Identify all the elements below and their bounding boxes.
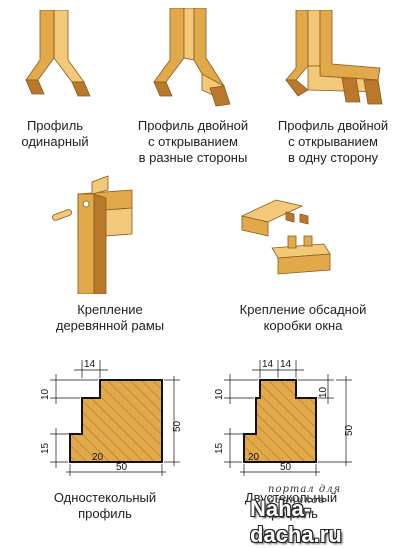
caption-casing-box: Крепление обсадной коробки окна <box>239 302 367 333</box>
caption-double-same: Профиль двойной с открыванием в одну сто… <box>277 118 389 165</box>
dim-right-total: 50 <box>172 420 183 432</box>
dim-bottom-total: 50 <box>116 462 128 473</box>
dim-left-top: 10 <box>40 388 51 400</box>
caption-double-diff: Профиль двойной с открыванием в разные с… <box>137 118 249 165</box>
dim-bottom-inner: 20 <box>248 452 260 463</box>
single-profile-illustration <box>25 10 91 97</box>
double-profile-same-illustration <box>285 10 383 105</box>
dim-top-left: 14 <box>262 359 274 370</box>
caption-double-glass: Двустекольный профиль <box>244 490 338 521</box>
caption-single-glass: Одностекольный профиль <box>53 490 157 521</box>
dim-right-small: 10 <box>318 386 329 398</box>
double-glass-profile-drawing: 14 14 10 15 10 50 50 20 <box>214 359 355 476</box>
dim-bottom-total: 50 <box>280 462 292 473</box>
dim-top-right: 14 <box>280 359 292 370</box>
dim-top: 14 <box>84 359 96 370</box>
caption-wood-frame: Крепление деревянной рамы <box>55 302 165 333</box>
caption-single-profile: Профиль одинарный <box>21 118 89 149</box>
profile-shape <box>243 379 317 463</box>
dim-right-total: 50 <box>344 424 355 436</box>
dim-left-top: 10 <box>214 388 225 400</box>
wood-frame-fastening-illustration <box>52 175 133 294</box>
profile-shape <box>69 379 163 463</box>
double-profile-diff-illustration <box>153 8 231 107</box>
dim-left-bottom: 15 <box>214 442 225 454</box>
page: Профиль одинарный Профиль двойной с откр… <box>21 8 389 547</box>
casing-box-fastening-illustration <box>240 199 331 275</box>
single-glass-profile-drawing: 14 10 15 50 50 20 <box>40 359 183 476</box>
dim-left-bottom: 15 <box>40 442 51 454</box>
watermark-site[interactable]: Naha-dacha.ru <box>250 496 342 547</box>
dim-bottom-inner: 20 <box>92 452 104 463</box>
watermark-tagline: портал для дачников <box>268 484 342 506</box>
